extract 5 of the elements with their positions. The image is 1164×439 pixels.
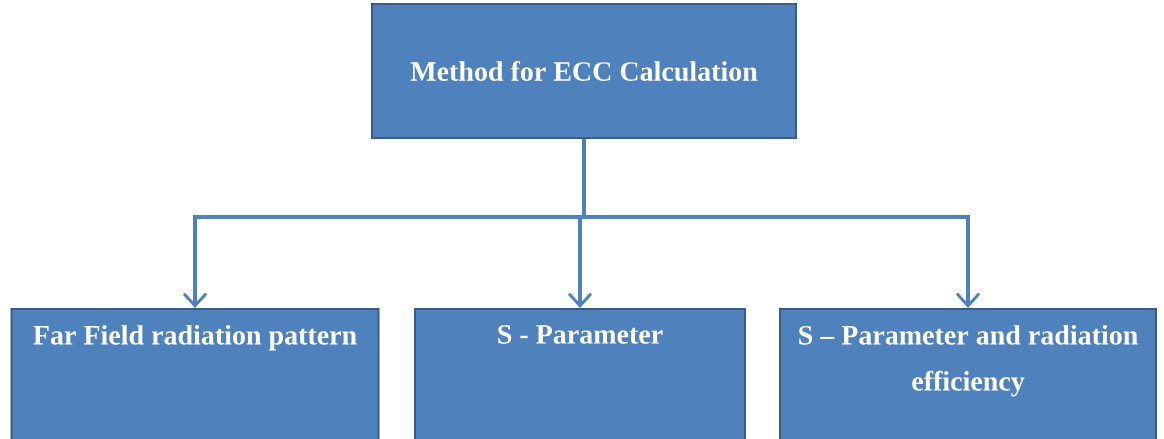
arrow [582, 139, 981, 308]
process-box: Far Field radiation pattern [10, 308, 380, 439]
process-box: S - Parameter [414, 308, 746, 439]
process-box: S – Parameter and radiation efficiency [779, 308, 1157, 439]
process-box: Method for ECC Calculation [371, 3, 797, 139]
